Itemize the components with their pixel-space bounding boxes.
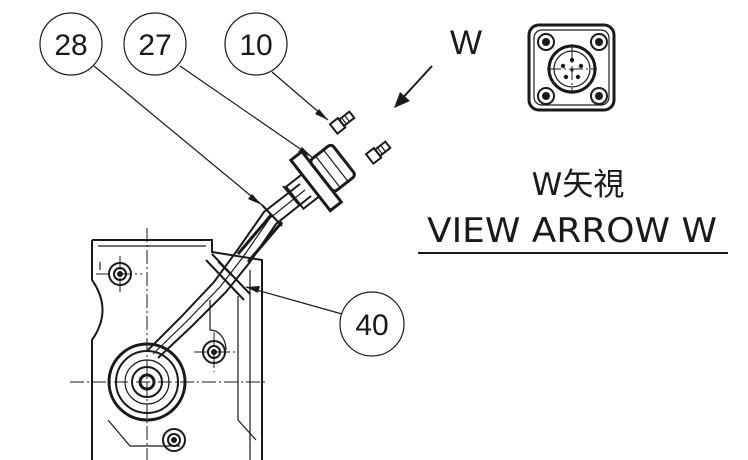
balloon-10: 10: [224, 12, 288, 76]
balloon-10-label: 10: [239, 29, 272, 62]
flange-bolt-holes: [537, 33, 608, 105]
connector-flange-view: [527, 23, 616, 112]
view-direction-arrow: [394, 65, 433, 108]
balloon-28: 28: [39, 12, 103, 76]
bolt-lower: [364, 140, 392, 166]
housing-screw-bottom: [162, 428, 186, 452]
balloon-40: 40: [339, 291, 405, 357]
leader-27: [179, 65, 313, 158]
view-title-jp: W矢視: [532, 167, 625, 203]
view-letter-w: W: [450, 24, 482, 62]
leader-28: [93, 65, 263, 206]
bolt-upper: [328, 110, 356, 136]
balloon-27-label: 27: [138, 29, 171, 62]
cable-bundle: [147, 183, 312, 359]
balloon-40-label: 40: [355, 309, 388, 342]
arrowhead-10: [315, 109, 328, 120]
view-title-en: VIEW ARROW W: [427, 211, 717, 251]
arrowhead-28: [248, 194, 262, 205]
balloon-27: 27: [123, 12, 187, 76]
cable-clamp: [205, 253, 251, 301]
connector-body: [284, 143, 356, 213]
arrowhead-27: [298, 147, 312, 157]
centerlines: [70, 228, 268, 460]
balloon-28-label: 28: [54, 29, 87, 62]
leader-40: [245, 286, 343, 315]
motor-housing: [91, 239, 263, 460]
